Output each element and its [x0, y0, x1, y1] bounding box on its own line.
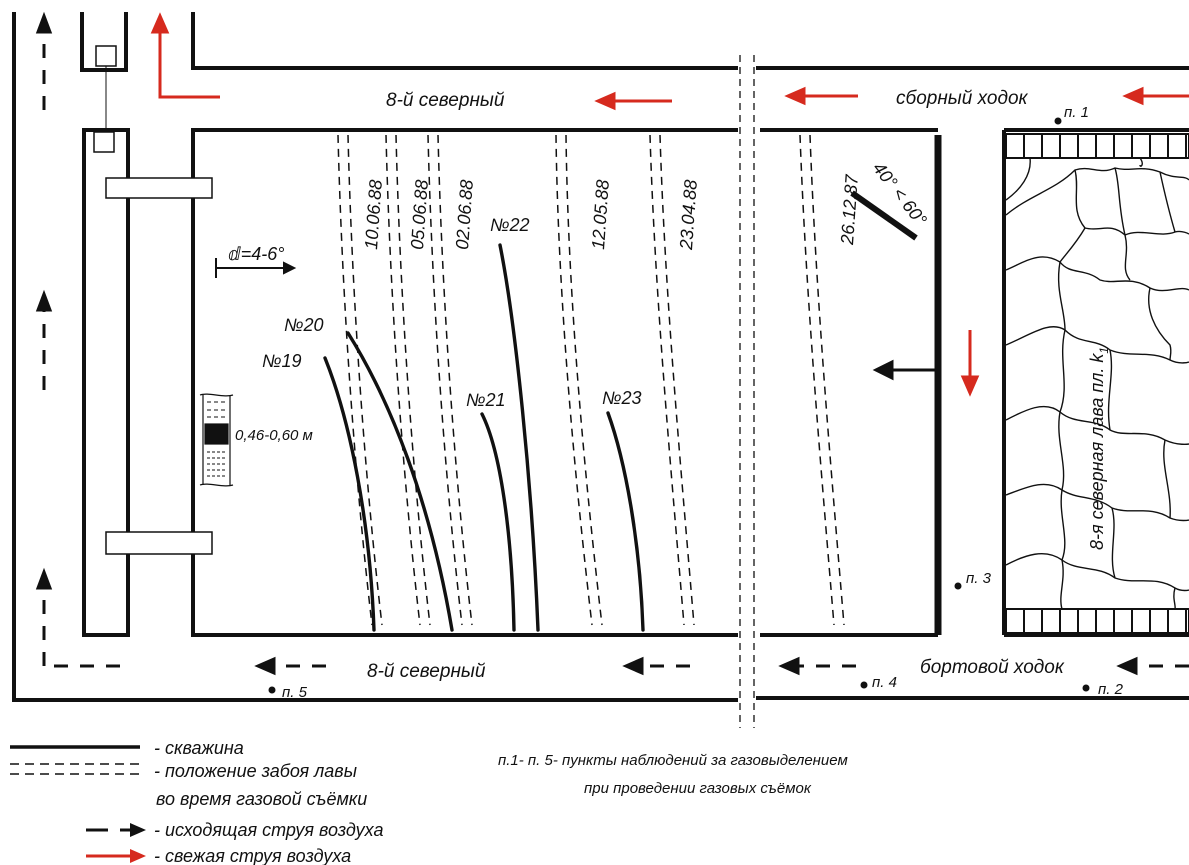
- face-pos-5a: [649, 134, 685, 626]
- face-pos-4a: [555, 134, 593, 626]
- legend-face-1: - положение забоя лавы: [154, 761, 357, 781]
- point-5-dot: [268, 686, 276, 694]
- borehole-20-label: №20: [284, 315, 324, 335]
- face-pos-3a: [427, 134, 463, 626]
- borehole-22: [498, 243, 540, 632]
- observation-dots: [268, 117, 1090, 694]
- borehole-labels: №19 №20 №21 №22 №23: [262, 215, 642, 410]
- face-pos-5b: [659, 134, 695, 626]
- goaf-texture: [1005, 157, 1189, 610]
- face-date-5: 23.04.88: [676, 179, 701, 251]
- point-5-label: п. 5: [282, 684, 308, 701]
- point-3-dot: [954, 582, 962, 590]
- borehole-23: [606, 411, 645, 632]
- legend: - скважина - положение забоя лавы во вре…: [10, 738, 383, 865]
- legend-fresh: - свежая струя воздуха: [154, 846, 351, 865]
- lower-drift-label: 8-й северный: [367, 661, 486, 682]
- face-pos-1b: [347, 134, 383, 626]
- upper-drift-label: 8-й северный: [386, 90, 505, 111]
- drift-crossing: [739, 55, 755, 728]
- point-1-dot: [1054, 117, 1062, 125]
- face-pos-6b: [809, 134, 845, 626]
- point-1-label: п. 1: [1064, 104, 1089, 121]
- longwall-label: 8-я северная лава пл. k1: [1087, 347, 1111, 550]
- legend-face-2: во время газовой съёмки: [156, 789, 367, 809]
- point-2-dot: [1082, 684, 1090, 692]
- longwall-label-text: 8-я северная лава пл. k: [1087, 353, 1107, 550]
- face-date-3: 02.06.88: [452, 179, 477, 250]
- dip-arrow: [215, 258, 297, 278]
- face-pos-4b: [565, 134, 603, 626]
- borehole-21: [480, 412, 516, 632]
- caption-line-2: при проведении газовых съёмок: [584, 780, 812, 797]
- face-pos-2b: [395, 134, 431, 626]
- support-row-bottom: [1005, 608, 1189, 634]
- drift-markers: [93, 45, 213, 555]
- dip-range-label: 40° < 60°: [869, 158, 931, 229]
- borehole-curves: [323, 243, 645, 632]
- borehole-19-label: №19: [262, 351, 302, 371]
- face-positions: [337, 134, 845, 626]
- face-pos-1a: [337, 134, 373, 626]
- borehole-21-label: №21: [466, 390, 506, 410]
- vertical-drift-stub: [80, 12, 128, 72]
- legend-exhaust: - исходящая струя воздуха: [154, 820, 383, 840]
- upper-drift-wall: [191, 12, 738, 70]
- exhaust-air-arrows: [35, 11, 1189, 676]
- face-date-4: 12.05.88: [588, 179, 613, 250]
- borehole-19: [323, 356, 376, 632]
- point-4-dot: [860, 681, 868, 689]
- caption-line-1: п.1- п. 5- пункты наблюдений за газовыде…: [498, 752, 848, 769]
- vertical-drift: [82, 128, 130, 637]
- face-date-labels: 10.06.88 05.06.88 02.06.88 12.05.88 23.0…: [361, 173, 862, 251]
- point-labels: п. 1 п. 2 п. 3 п. 4 п. 5: [282, 104, 1124, 701]
- longwall-label-subscript: 1: [1097, 347, 1111, 354]
- support-row-top: [1005, 133, 1189, 159]
- collecting-drift-label: сборный ходок: [896, 88, 1029, 109]
- borehole-20: [346, 331, 454, 632]
- legend-borehole: - скважина: [154, 738, 244, 758]
- side-drift-label: бортовой ходок: [920, 657, 1065, 678]
- fresh-air-arrows: [150, 12, 1189, 397]
- drift-labels: 8-й северный 8-й северный сборный ходок …: [367, 88, 1065, 682]
- face-pos-3b: [437, 134, 473, 626]
- face-date-2: 05.06.88: [407, 179, 432, 250]
- legend-fresh-swatch: [86, 849, 146, 863]
- legend-face-swatch: [10, 763, 140, 775]
- face-date-6: 26.12.87: [837, 173, 862, 246]
- caption: п.1- п. 5- пункты наблюдений за газовыде…: [498, 752, 848, 797]
- svg-text:8-я северная лава пл. k1: 8-я северная лава пл. k1: [1087, 347, 1111, 550]
- seam-thickness-label: 0,46-0,60 м: [235, 427, 313, 444]
- fresh-arrow-corner: [158, 28, 220, 99]
- point-3-label: п. 3: [966, 570, 992, 587]
- face-pos-6a: [799, 134, 835, 626]
- dip-angle-label: ⅆ=4-6°: [228, 244, 284, 264]
- outer-boundary-left: [12, 12, 738, 702]
- face-date-1: 10.06.88: [361, 179, 386, 250]
- workings-outline: [12, 12, 1189, 702]
- legend-exhaust-swatch: [86, 823, 146, 837]
- seam-column: [199, 393, 234, 487]
- borehole-23-label: №23: [602, 388, 642, 408]
- borehole-22-label: №22: [490, 215, 530, 235]
- face-pos-2a: [385, 134, 421, 626]
- point-4-label: п. 4: [872, 674, 897, 691]
- dip-range-marker: [850, 190, 918, 241]
- panel-outline: [191, 128, 738, 637]
- point-2-label: п. 2: [1098, 681, 1124, 698]
